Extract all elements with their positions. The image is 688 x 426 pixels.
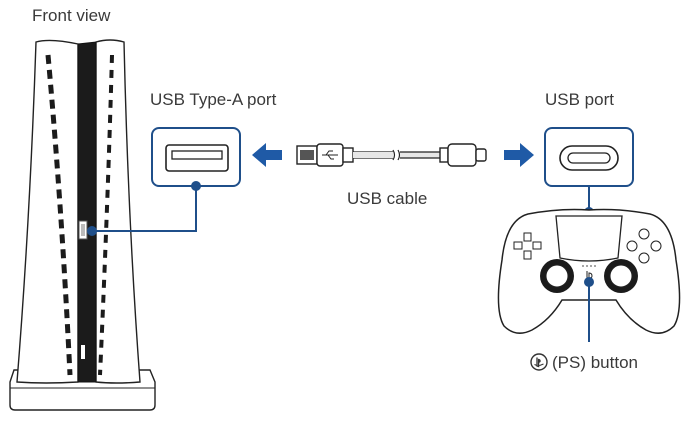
ps-logo-icon — [530, 353, 548, 371]
dpad-icon — [513, 232, 542, 260]
usb-cable-illustration — [296, 143, 487, 167]
ps-button-text: (PS) button — [552, 352, 638, 372]
usb-port-label: USB port — [545, 90, 614, 109]
usb-port-callout — [544, 127, 634, 217]
usb-type-a-port-callout — [92, 127, 241, 232]
front-view-label: Front view — [32, 6, 111, 25]
usb-type-a-port-label: USB Type-A port — [150, 90, 277, 109]
controller-illustration — [497, 208, 681, 342]
ps-button-label: (PS) button — [530, 353, 638, 371]
usb-cable-label: USB cable — [347, 189, 428, 208]
usb-trident-icon — [322, 150, 338, 160]
console-illustration — [9, 39, 156, 411]
face-buttons-icon — [626, 228, 662, 264]
arrow-left-icon — [252, 143, 282, 167]
arrow-right-icon — [504, 143, 534, 167]
